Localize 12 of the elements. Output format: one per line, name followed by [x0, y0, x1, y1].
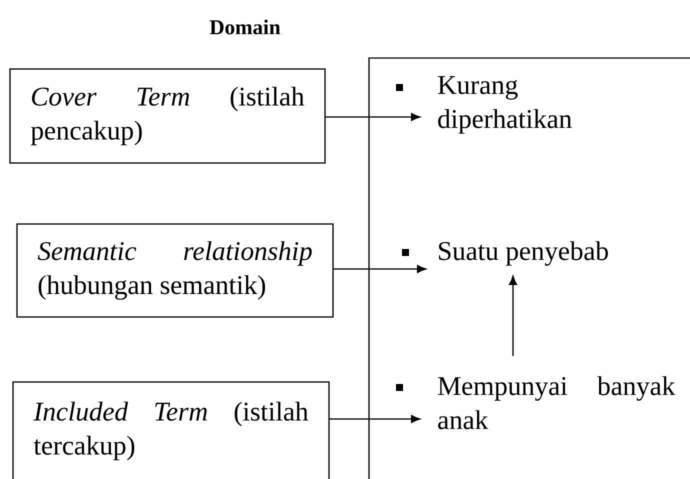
term-box: Cover Term (istilah pencakup) [9, 68, 326, 164]
item-text: Kurang diperhatikan [438, 76, 572, 134]
title: Domain [210, 20, 280, 34]
item-text: Mempunyai banyak anak [438, 376, 676, 430]
arrow [333, 265, 426, 273]
item-text: Suatu penyebab [439, 241, 608, 266]
arrow [509, 276, 517, 356]
panel [368, 57, 690, 479]
term-box: Semantic relationship (hubungan semantik) [16, 223, 334, 318]
arrow [325, 113, 420, 121]
term-box: Included Term (istilah tercakup) [12, 381, 330, 479]
arrow [329, 415, 420, 423]
